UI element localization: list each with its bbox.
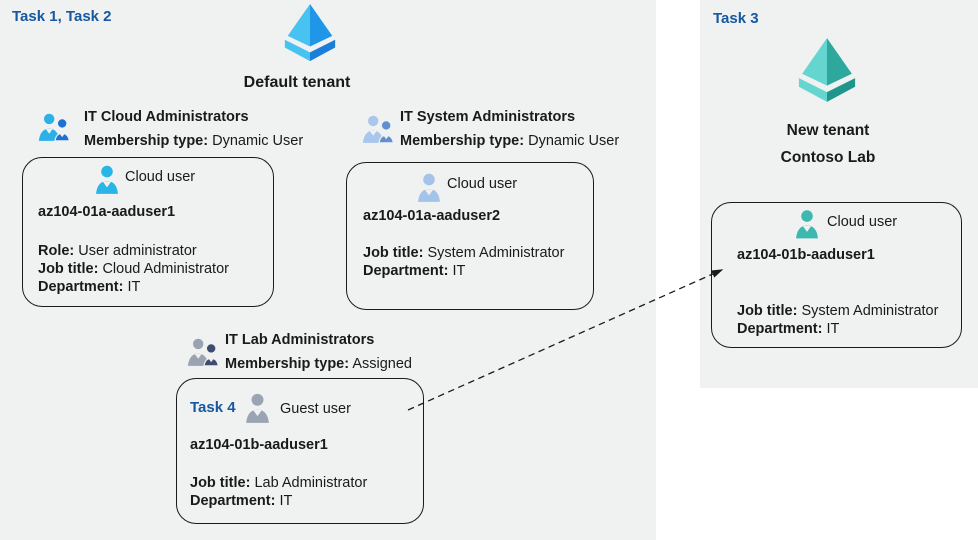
membership-value: Dynamic User xyxy=(212,133,304,149)
department-line: Department: IT xyxy=(38,278,229,296)
job-title-label: Job title: xyxy=(190,475,251,491)
default-tenant-icon xyxy=(279,3,341,63)
department-line: Department: IT xyxy=(363,262,564,280)
user-attributes: Job title: System Administrator Departme… xyxy=(737,302,938,338)
department-value: IT xyxy=(452,263,466,279)
user-card-guest: Task 4 Guest user az104-01b-aaduser1 Job… xyxy=(176,378,424,524)
group-name-lab-admins: IT Lab Administrators xyxy=(225,332,375,348)
department-label: Department: xyxy=(38,279,124,295)
user-attributes: Job title: Lab Administrator Department:… xyxy=(190,474,367,510)
job-title-line: Job title: System Administrator xyxy=(737,302,938,320)
new-tenant-title-line2: Contoso Lab xyxy=(780,149,876,166)
user-card-aaduser2: Cloud user az104-01a-aaduser2 Job title:… xyxy=(346,162,594,310)
membership-label: Membership type: xyxy=(84,133,209,149)
cloud-user-icon xyxy=(415,172,443,202)
user-card-new-tenant: Cloud user az104-01b-aaduser1 Job title:… xyxy=(711,202,962,348)
membership-line-lab-admins: Membership type: Assigned xyxy=(225,355,412,373)
department-label: Department: xyxy=(190,493,276,509)
user-attributes: Job title: System Administrator Departme… xyxy=(363,244,564,280)
department-value: IT xyxy=(279,493,293,509)
user-name: az104-01a-aaduser1 xyxy=(38,204,176,220)
role-line: Role: User administrator xyxy=(38,242,229,260)
department-line: Department: IT xyxy=(737,320,938,338)
cloud-user-icon xyxy=(93,164,121,194)
task-4-label: Task 4 xyxy=(190,399,236,416)
group-name-system-admins: IT System Administrators xyxy=(400,109,576,125)
membership-line-system-admins: Membership type: Dynamic User xyxy=(400,132,619,150)
user-type-label: Guest user xyxy=(280,401,351,417)
group-icon-cloud-admins xyxy=(38,112,72,142)
user-card-aaduser1: Cloud user az104-01a-aaduser1 Role: User… xyxy=(22,157,274,307)
user-type-label: Cloud user xyxy=(447,176,518,192)
job-title-value: Lab Administrator xyxy=(254,475,368,491)
task-3-label: Task 3 xyxy=(713,10,759,27)
membership-value: Dynamic User xyxy=(528,133,620,149)
user-type-label: Cloud user xyxy=(827,214,898,230)
user-name: az104-01b-aaduser1 xyxy=(737,247,875,263)
job-title-value: System Administrator xyxy=(427,245,565,261)
user-name: az104-01b-aaduser1 xyxy=(190,437,328,453)
job-title-value: Cloud Administrator xyxy=(102,261,229,277)
user-name: az104-01a-aaduser2 xyxy=(363,208,501,224)
user-attributes: Role: User administrator Job title: Clou… xyxy=(38,242,229,296)
new-tenant-icon xyxy=(790,37,864,104)
membership-label: Membership type: xyxy=(400,133,525,149)
department-label: Department: xyxy=(363,263,449,279)
default-tenant-panel xyxy=(0,0,656,540)
membership-line-cloud-admins: Membership type: Dynamic User xyxy=(84,132,303,150)
default-tenant-title: Default tenant xyxy=(243,74,351,91)
task-1-2-label: Task 1, Task 2 xyxy=(12,8,112,25)
job-title-label: Job title: xyxy=(38,261,99,277)
user-type-label: Cloud user xyxy=(125,169,196,185)
department-label: Department: xyxy=(737,321,823,337)
role-value: User administrator xyxy=(78,243,197,259)
new-tenant-title-line1: New tenant xyxy=(786,122,870,139)
guest-user-icon xyxy=(243,392,272,423)
cloud-user-icon xyxy=(793,208,821,239)
group-icon-system-admins xyxy=(362,114,396,144)
job-title-line: Job title: System Administrator xyxy=(363,244,564,262)
membership-label: Membership type: xyxy=(225,356,350,372)
membership-value: Assigned xyxy=(352,356,412,372)
job-title-value: System Administrator xyxy=(801,303,939,319)
job-title-label: Job title: xyxy=(363,245,424,261)
job-title-label: Job title: xyxy=(737,303,798,319)
group-icon-lab-admins xyxy=(187,337,221,367)
department-value: IT xyxy=(127,279,141,295)
department-line: Department: IT xyxy=(190,492,367,510)
department-value: IT xyxy=(826,321,840,337)
job-title-line: Job title: Lab Administrator xyxy=(190,474,367,492)
role-label: Role: xyxy=(38,243,75,259)
job-title-line: Job title: Cloud Administrator xyxy=(38,260,229,278)
group-name-cloud-admins: IT Cloud Administrators xyxy=(84,109,249,125)
